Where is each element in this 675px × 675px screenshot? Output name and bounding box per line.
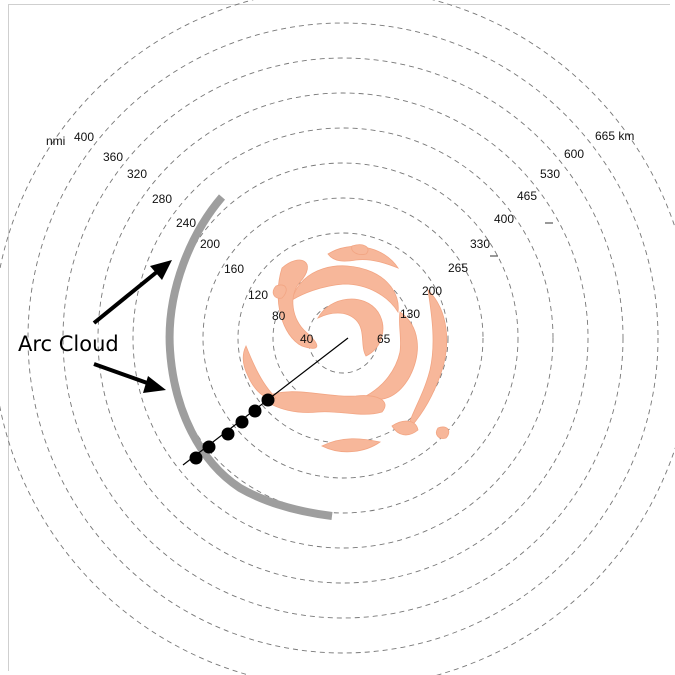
nmi-label-120: 120 bbox=[248, 288, 268, 302]
nmi-labels: nmi 40 80 120 160 200 240 280 320 360 40… bbox=[46, 130, 314, 346]
sample-dot-1 bbox=[261, 393, 275, 407]
sample-dot-3 bbox=[235, 415, 249, 429]
sample-dot-4 bbox=[221, 427, 235, 441]
ring-ticks bbox=[490, 222, 553, 257]
nmi-label-280: 280 bbox=[152, 192, 172, 206]
sample-dots bbox=[189, 393, 275, 465]
km-label-265: 265 bbox=[448, 261, 468, 275]
km-label-665: 665 km bbox=[595, 129, 634, 143]
inner-band-north bbox=[291, 265, 399, 314]
fragment-2 bbox=[351, 244, 369, 255]
km-label-200: 200 bbox=[422, 284, 442, 298]
storm-spiral-bands bbox=[242, 244, 450, 453]
arc-cloud-line bbox=[165, 194, 333, 520]
arrow-upper-shaft bbox=[92, 269, 160, 325]
range-ring-7 bbox=[97, 92, 589, 584]
arrow-upper-head bbox=[150, 260, 172, 280]
sample-dot-5 bbox=[202, 440, 216, 454]
arrow-lower-shaft bbox=[93, 362, 151, 386]
fragment-3 bbox=[436, 426, 450, 439]
range-ring-9 bbox=[27, 22, 659, 654]
nmi-label-240: 240 bbox=[176, 216, 196, 230]
km-label-400: 400 bbox=[494, 212, 514, 226]
sample-dot-6 bbox=[189, 451, 203, 465]
annotation-arrows bbox=[92, 260, 172, 393]
sample-dot-2 bbox=[248, 404, 262, 418]
range-ring-6 bbox=[132, 127, 554, 549]
arrow-lower-head bbox=[143, 376, 166, 393]
outer-southeast-band bbox=[391, 420, 419, 436]
fragment-1 bbox=[272, 284, 287, 299]
range-ring-8 bbox=[62, 57, 624, 619]
nmi-label-40: 40 bbox=[300, 332, 314, 346]
nmi-label-400: 400 bbox=[74, 130, 94, 144]
nmi-unit-label: nmi bbox=[46, 134, 65, 148]
km-label-600: 600 bbox=[564, 147, 584, 161]
nmi-label-360: 360 bbox=[103, 150, 123, 164]
km-label-65: 65 bbox=[377, 332, 391, 346]
range-ring-5 bbox=[167, 162, 519, 514]
km-labels: 65 130 200 265 330 400 465 530 600 665 k… bbox=[377, 129, 634, 346]
km-label-330: 330 bbox=[470, 237, 490, 251]
range-ring-4 bbox=[202, 197, 484, 479]
outer-south-band bbox=[321, 438, 381, 453]
nmi-label-320: 320 bbox=[127, 167, 147, 181]
km-label-130: 130 bbox=[400, 307, 420, 321]
nmi-label-160: 160 bbox=[224, 262, 244, 276]
nmi-label-200: 200 bbox=[200, 237, 220, 251]
km-label-465: 465 bbox=[517, 189, 537, 203]
southwest-band bbox=[242, 345, 277, 400]
west-band bbox=[277, 259, 318, 349]
arc-cloud-label: Arc Cloud bbox=[18, 332, 119, 356]
diagram-frame bbox=[8, 4, 670, 671]
nmi-label-80: 80 bbox=[272, 309, 286, 323]
eye-band bbox=[317, 298, 384, 357]
km-label-530: 530 bbox=[540, 167, 560, 181]
south-band bbox=[261, 391, 386, 415]
